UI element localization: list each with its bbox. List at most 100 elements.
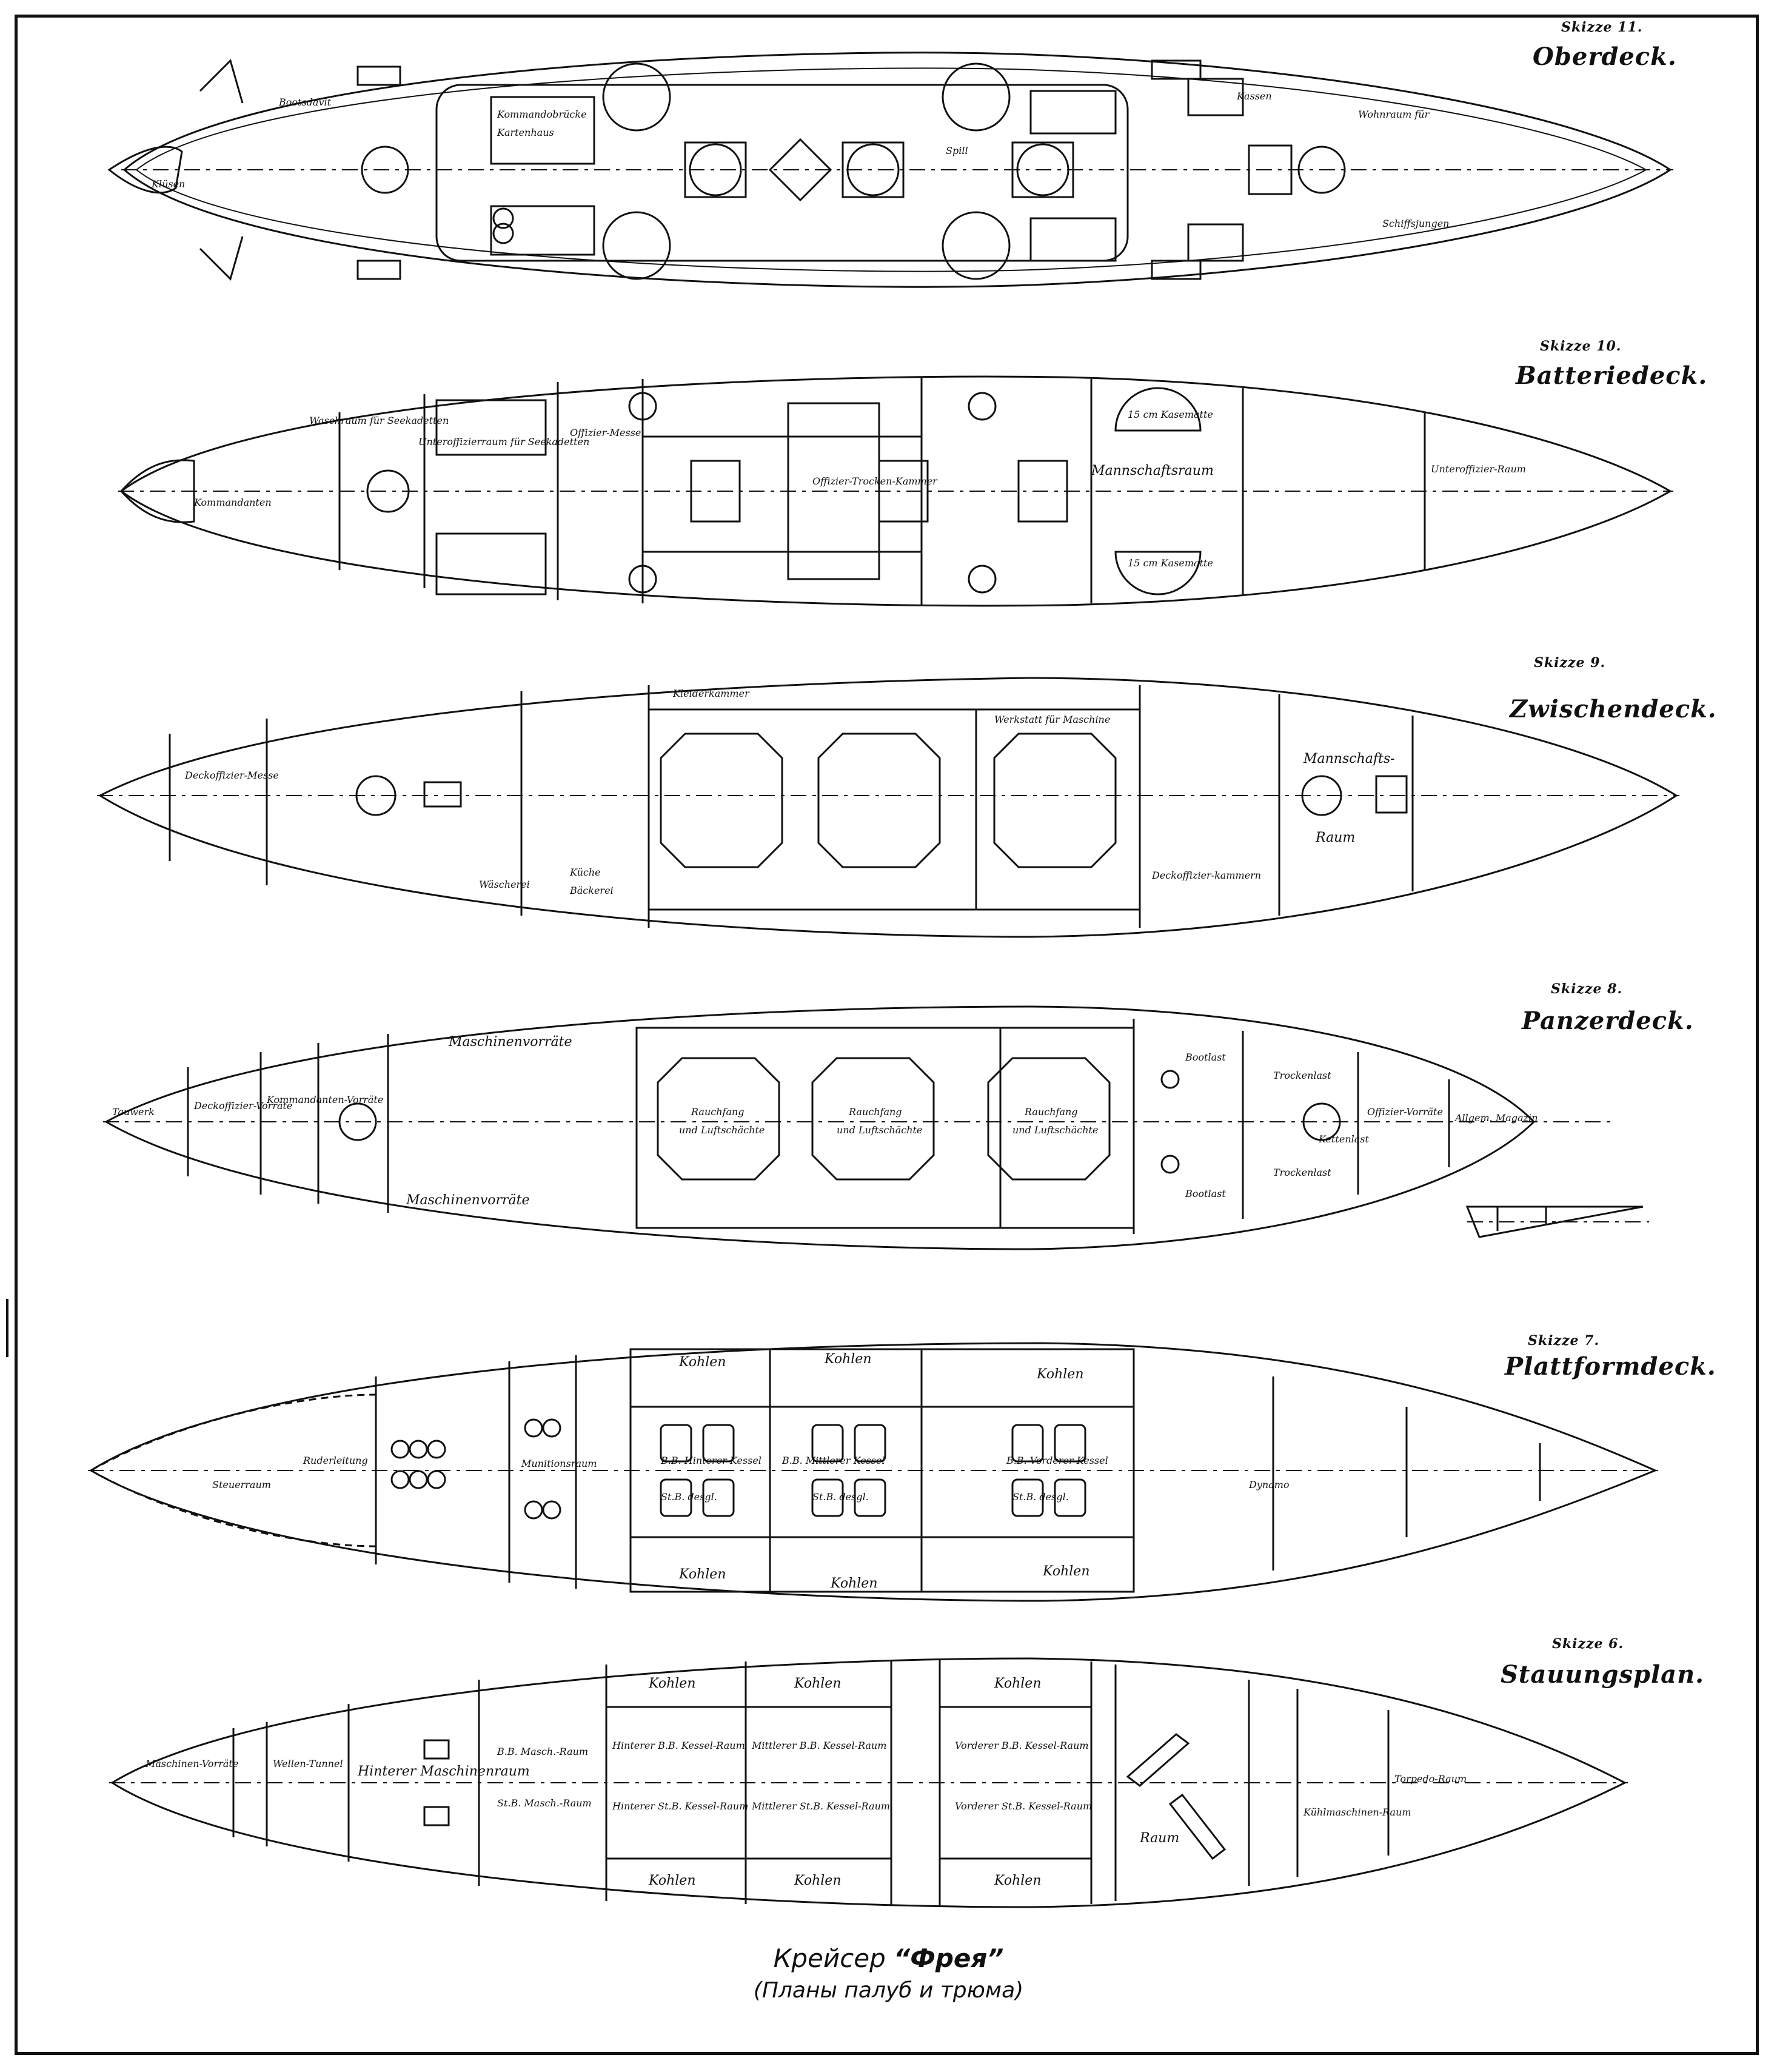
deck-label: Kohlen bbox=[649, 1873, 696, 1888]
deck-label: Vorderer B.B. Kessel-Raum bbox=[955, 1740, 1089, 1751]
deck-label: Kassen bbox=[1237, 90, 1272, 102]
deck-label: Ruderleitung bbox=[303, 1455, 368, 1466]
sketch-number: Skizze 8. bbox=[1551, 981, 1623, 997]
deck-label: Raum bbox=[1316, 830, 1356, 845]
deck-title: Panzerdeck. bbox=[1522, 1007, 1694, 1035]
deck-label: Munitionsraum bbox=[521, 1458, 597, 1469]
panzerdeck-drawing bbox=[103, 1005, 1649, 1250]
sketch-number: Skizze 9. bbox=[1534, 655, 1606, 671]
deck-label: und Luftschächte bbox=[837, 1124, 923, 1136]
deck-label: Schiffsjungen bbox=[1382, 218, 1450, 229]
deck-plan-panzerdeck: Skizze 8. Panzerdeck. Maschinenvorräte M… bbox=[0, 981, 1777, 1286]
deck-label: Kohlen bbox=[649, 1676, 696, 1691]
deck-label: 15 cm Kasematte bbox=[1128, 557, 1213, 569]
deck-label: Unteroffizierraum für Seekadetten bbox=[418, 436, 590, 448]
margin-mark bbox=[6, 1299, 8, 1357]
batteriedeck-drawing bbox=[118, 375, 1673, 607]
deck-label: Hinterer B.B. Kessel-Raum bbox=[612, 1740, 745, 1751]
deck-label: Rauchfang bbox=[691, 1106, 745, 1118]
deck-label: Kohlen bbox=[1043, 1564, 1090, 1579]
deck-plan-stauungsplan: Skizze 6. Stauungsplan. Maschinen-Vorrät… bbox=[0, 1636, 1777, 1928]
deck-label: Klüsen bbox=[152, 178, 186, 190]
deck-label: Mittlerer St.B. Kessel-Raum bbox=[752, 1800, 891, 1812]
deck-label: Rauchfang bbox=[1025, 1106, 1078, 1118]
deck-label: Wohnraum für bbox=[1358, 109, 1430, 120]
zwischendeck-drawing bbox=[97, 677, 1679, 938]
deck-label: Unteroffizier-Raum bbox=[1431, 463, 1526, 475]
caption-ship-name: “Фрея” bbox=[894, 1943, 1004, 1973]
deck-label: B.B. Mittlerer Kessel bbox=[782, 1455, 885, 1466]
deck-label: Mannschaftsraum bbox=[1091, 463, 1214, 478]
deck-label: St.B. desgl. bbox=[661, 1491, 717, 1503]
deck-plan-batteriedeck: Skizze 10. Batteriedeck. Waschraum für S… bbox=[0, 338, 1777, 637]
deck-label: St.B. desgl. bbox=[1012, 1491, 1069, 1503]
deck-label: Kommandanten-Vorräte bbox=[267, 1094, 384, 1105]
deck-label: Trockenlast bbox=[1273, 1070, 1331, 1081]
deck-label: Deckoffizier-kammern bbox=[1152, 870, 1262, 881]
deck-label: Trockenlast bbox=[1273, 1167, 1331, 1178]
deck-label: B.B. Vorderer Kessel bbox=[1006, 1455, 1108, 1466]
deck-title: Zwischendeck. bbox=[1510, 695, 1717, 723]
figure-caption-title: Крейсер “Фрея” bbox=[0, 1943, 1777, 1973]
deck-label: 15 cm Kasematte bbox=[1128, 409, 1213, 420]
deck-label: Offizier-Messe bbox=[570, 427, 641, 438]
oberdeck-drawing bbox=[107, 52, 1673, 288]
deck-label: Hinterer St.B. Kessel-Raum bbox=[612, 1800, 749, 1812]
deck-label: Maschinenvorräte bbox=[449, 1034, 572, 1050]
deck-label: Kommandanten bbox=[194, 497, 272, 508]
deck-label: Maschinen-Vorräte bbox=[146, 1758, 239, 1769]
deck-label: Offizier-Vorräte bbox=[1367, 1106, 1443, 1118]
deck-label: Rauchfang bbox=[849, 1106, 902, 1118]
deck-label: Steuerraum bbox=[212, 1479, 271, 1490]
sketch-number: Skizze 10. bbox=[1540, 338, 1622, 354]
deck-label: Kohlen bbox=[825, 1352, 872, 1367]
deck-label: Mannschafts- bbox=[1303, 751, 1395, 766]
deck-label: und Luftschächte bbox=[679, 1124, 765, 1136]
deck-title: Plattformdeck. bbox=[1505, 1352, 1716, 1381]
deck-label: Werkstatt für Maschine bbox=[994, 714, 1111, 725]
deck-label: Bäckerei bbox=[570, 885, 614, 896]
deck-label: Wäscherei bbox=[479, 879, 530, 890]
deck-label: Hinterer Maschinenraum bbox=[358, 1764, 530, 1779]
deck-label: Kommandobrücke bbox=[497, 109, 587, 120]
deck-label: Kohlen bbox=[794, 1873, 842, 1888]
caption-prefix: Крейсер bbox=[773, 1943, 894, 1973]
deck-title: Batteriedeck. bbox=[1516, 361, 1708, 390]
deck-label: Deckoffizier-Messe bbox=[185, 769, 279, 781]
deck-label: Küche bbox=[570, 867, 601, 878]
deck-label: Kohlen bbox=[994, 1676, 1042, 1691]
deck-label: B.B. Hinterer Kessel bbox=[661, 1455, 761, 1466]
deck-label: Kartenhaus bbox=[497, 127, 554, 138]
deck-label: Kohlen bbox=[831, 1576, 878, 1591]
deck-label: Kühlmaschinen-Raum bbox=[1303, 1806, 1411, 1818]
sketch-number: Skizze 6. bbox=[1552, 1636, 1624, 1652]
deck-label: St.B. Masch.-Raum bbox=[497, 1797, 592, 1809]
deck-label: Maschinenvorräte bbox=[406, 1193, 530, 1208]
deck-plan-zwischendeck: Skizze 9. Zwischendeck. Deckoffizier-Mes… bbox=[0, 655, 1777, 952]
deck-plan-oberdeck: Skizze 11. Oberdeck. Kassen Schiffsjunge… bbox=[0, 19, 1777, 327]
stauungsplan-drawing bbox=[109, 1657, 1628, 1908]
sketch-number: Skizze 11. bbox=[1561, 19, 1643, 35]
deck-plan-plattformdeck: Skizze 7. Plattformdeck. Kohlen Kohlen K… bbox=[0, 1328, 1777, 1619]
deck-label: Tauwerk bbox=[112, 1106, 155, 1118]
deck-label: Mittlerer B.B. Kessel-Raum bbox=[752, 1740, 887, 1751]
sketch-number: Skizze 7. bbox=[1528, 1333, 1600, 1349]
deck-label: Bootlast bbox=[1185, 1051, 1226, 1063]
deck-label: Kohlen bbox=[679, 1355, 726, 1370]
deck-label: Offizier-Trocken-Kammer bbox=[812, 475, 937, 487]
deck-label: Waschraum für Seekadetten bbox=[309, 415, 449, 426]
deck-label: Kohlen bbox=[679, 1567, 726, 1582]
deck-label: Wellen-Tunnel bbox=[273, 1758, 343, 1769]
deck-label: Vorderer St.B. Kessel-Raum bbox=[955, 1800, 1093, 1812]
deck-label: Kohlen bbox=[994, 1873, 1042, 1888]
deck-label: Dynamo bbox=[1249, 1479, 1290, 1490]
deck-label: Raum bbox=[1140, 1831, 1180, 1846]
plattformdeck-drawing bbox=[88, 1342, 1658, 1602]
figure-caption-subtitle: (Планы палуб и трюма) bbox=[753, 1978, 1024, 2003]
deck-label: Allgem. Magazin bbox=[1455, 1112, 1538, 1124]
deck-label: Spill bbox=[946, 145, 968, 156]
deck-label: B.B. Masch.-Raum bbox=[497, 1746, 589, 1757]
deck-label: Torpedo-Raum bbox=[1394, 1773, 1467, 1785]
deck-label: St.B. desgl. bbox=[812, 1491, 869, 1503]
